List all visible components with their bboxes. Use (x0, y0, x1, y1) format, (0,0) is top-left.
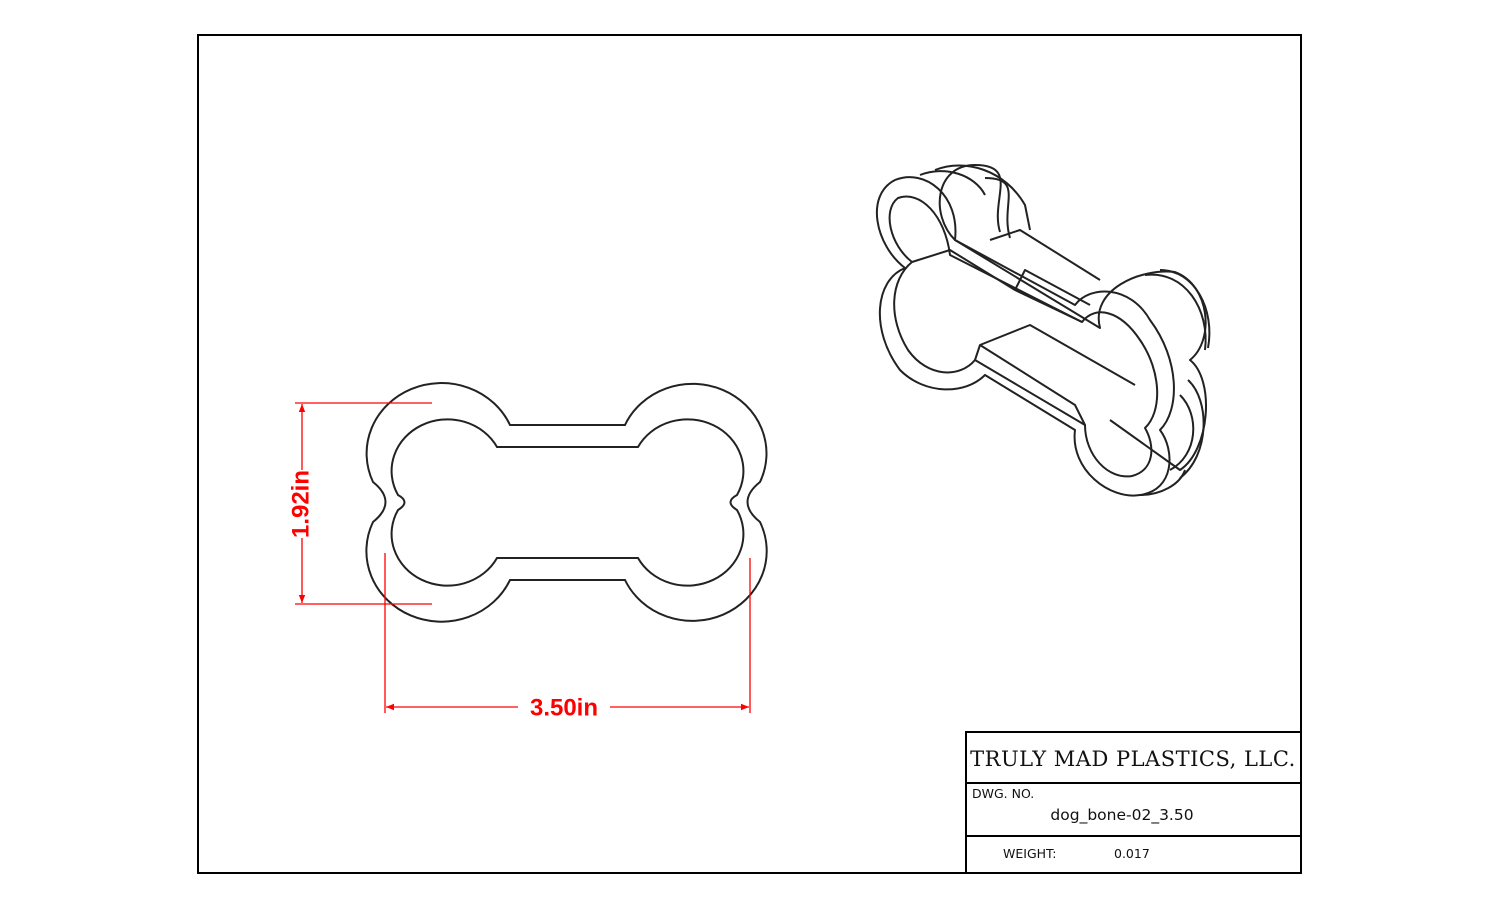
height-dimension (295, 402, 432, 605)
sheet-border (197, 34, 1302, 874)
dwg-no-value: dog_bone-02_3.50 (1050, 806, 1193, 825)
bone-inner-outline (390, 418, 745, 587)
width-dimension (384, 553, 751, 713)
company-name: TRULY MAD PLASTICS, LLC. (970, 747, 1296, 771)
weight-value: 0.017 (1114, 846, 1150, 861)
height-dimension-label: 1.92in (287, 470, 314, 538)
title-block (965, 731, 1302, 874)
isometric-bone-view (875, 164, 1211, 497)
dwg-no-label: DWG. NO. (972, 786, 1034, 801)
weight-label: WEIGHT: (1003, 846, 1057, 861)
width-dimension-label: 3.50in (530, 694, 598, 721)
bone-outer-outline (365, 382, 768, 623)
